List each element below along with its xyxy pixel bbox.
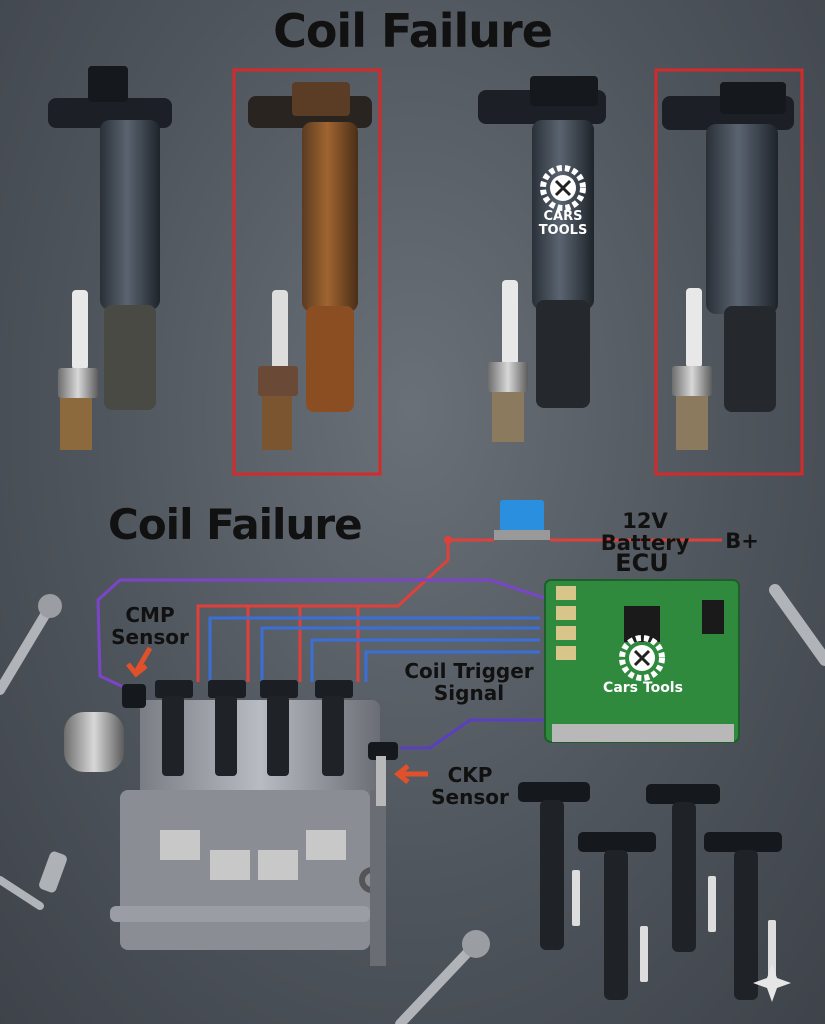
coil-trigger-line2: Signal [433,681,505,705]
spare-coil-2 [578,832,656,1000]
engine-coil-3 [260,680,298,776]
ignition-coil-3 [478,76,606,408]
diagram-title: Coil Failure [108,500,363,549]
spare-coil-1 [518,782,590,950]
bplus-label: B+ [725,529,759,553]
socket-left-icon [0,851,67,910]
cmp-arrow-icon [126,646,153,678]
gear-logo-icon [540,165,586,211]
spark-plug-1 [58,290,98,450]
spark-plug-2 [258,290,298,450]
ckp-arrow-icon [393,764,428,784]
wrench-left-icon [0,594,62,695]
coil-logo-line1: CARS [543,209,583,224]
ckp-sensor-label: CKP Sensor [430,764,510,808]
ignition-coil-2-rusted [248,82,372,412]
ecu-label: ECU [615,549,669,577]
ignition-coil-1 [48,66,172,410]
sparkle-icon [753,964,791,1002]
spark-plug-3 [488,280,528,442]
cmp-line2: Sensor [111,625,189,649]
wrench-right-icon [769,584,825,666]
engine-coil-2 [208,680,246,776]
ecu-logo-text: Cars Tools [603,680,683,696]
cmp-wire [96,578,546,692]
fuse-icon [494,500,550,540]
ckp-line2: Sensor [431,785,509,809]
failure-highlight-box-1 [232,68,382,476]
failure-highlight-box-2 [654,68,804,476]
spare-coil-3 [646,784,720,952]
trigger-wire-3 [310,638,540,682]
coil-trigger-line1: Coil Trigger [404,659,534,683]
ecu-module [544,579,740,743]
coil-logo-line2: TOOLS [538,223,588,238]
spare-spark-plugs [572,870,776,982]
cmp-line1: CMP [125,603,175,627]
cmp-sensor-icon [122,684,146,708]
ckp-sensor-icon [368,742,398,806]
cmp-sensor-label: CMP Sensor [108,604,192,648]
battery-label: 12V Battery [600,509,690,555]
trigger-wire-4 [364,650,540,682]
coil-trigger-label: Coil Trigger Signal [404,660,534,704]
engine-coil-1 [155,680,193,776]
engine-coil-4 [315,680,353,776]
trigger-wire-1 [208,616,540,682]
trigger-wire-2 [260,626,540,682]
spark-plug-4 [672,288,712,450]
page-title: Coil Failure [273,4,553,58]
coil-logo-text: CARS TOOLS [533,210,593,238]
ckp-line1: CKP [447,763,493,787]
spare-coil-4 [704,832,782,1000]
engine-block [64,700,386,966]
ratchet-bottom-icon [395,930,490,1024]
power-wire [196,540,450,682]
ckp-wire [400,718,545,750]
ignition-coil-4 [662,82,794,412]
